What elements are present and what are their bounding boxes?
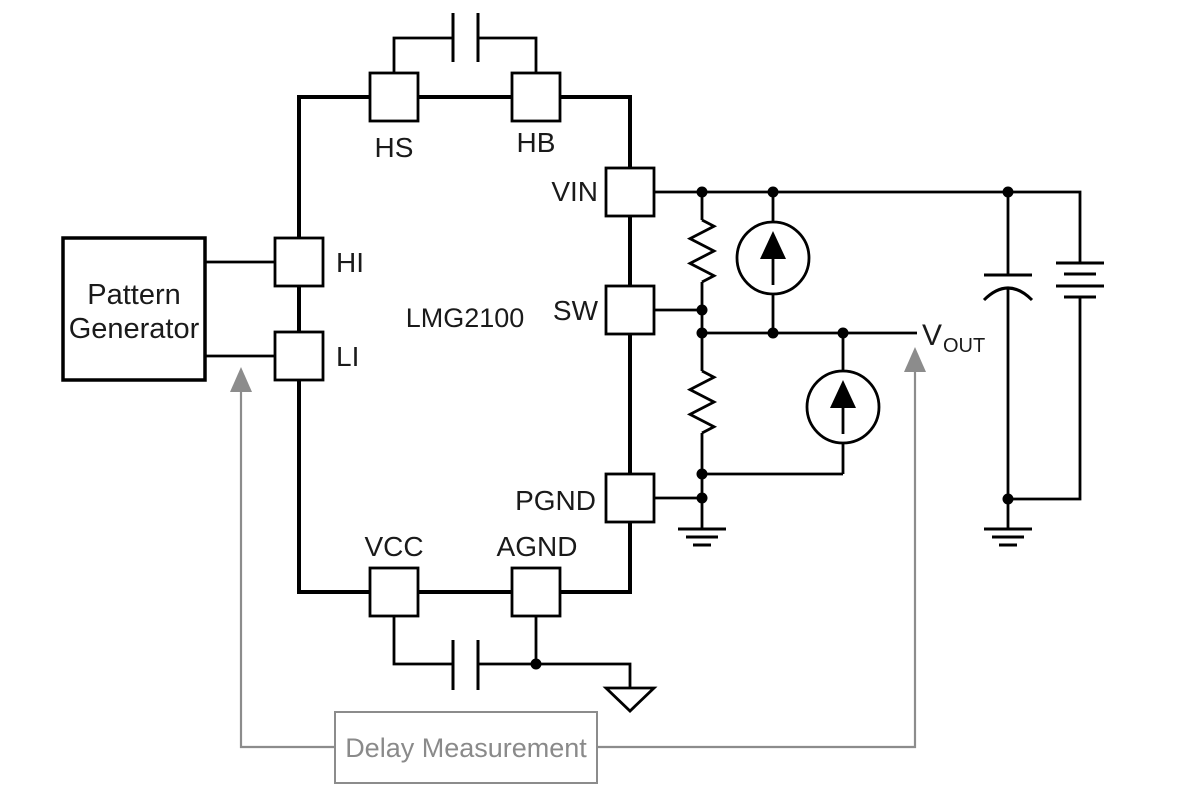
- wire: [392, 616, 453, 666]
- capacitor-curved-plate: [982, 286, 1034, 302]
- delay-measurement-path: Delay Measurement: [230, 347, 926, 784]
- wire: [1008, 297, 1082, 501]
- pattern-generator-box: [61, 236, 207, 382]
- pin-label-vin: VIN: [551, 176, 598, 207]
- resistor-symbol: [686, 369, 718, 435]
- vout-label-sub: OUT: [943, 335, 985, 357]
- junction-dots: [530, 186, 1014, 670]
- pin-label-pgnd: PGND: [515, 485, 596, 516]
- vout-label-main: V: [922, 319, 942, 352]
- pin-label-agnd: AGND: [497, 531, 578, 562]
- ground-symbol: [678, 527, 726, 547]
- delay-measurement-label: Delay Measurement: [345, 733, 587, 763]
- pin-box-vin: [604, 166, 656, 218]
- pin-box-agnd: [510, 566, 562, 618]
- pattern-generator-block: Pattern Generator: [61, 236, 207, 382]
- chip-label: LMG2100: [406, 303, 525, 333]
- pin-box-hb: [510, 71, 562, 123]
- junction-dot: [837, 327, 849, 339]
- junction-dot: [767, 327, 779, 339]
- junction-dot: [696, 327, 708, 339]
- measurement-wire: [597, 372, 917, 749]
- junction-dot: [696, 304, 708, 316]
- pin-box-pgnd: [604, 472, 656, 524]
- current-source-circle: [805, 369, 881, 445]
- earth-ground-symbol: [602, 686, 658, 713]
- wire: [478, 36, 538, 73]
- current-arrow-icon: [830, 380, 856, 408]
- vcc-capacitor-symbol: [451, 640, 480, 690]
- pin-box-hs: [368, 71, 420, 123]
- pin-label-li: LI: [336, 341, 359, 372]
- current-source-symbol: [735, 220, 811, 296]
- resistor-symbol: [686, 218, 718, 284]
- output-capacitor-symbol: [982, 273, 1034, 302]
- junction-dot: [530, 658, 542, 670]
- wire: [392, 36, 453, 73]
- current-source-circle: [735, 220, 811, 296]
- bootstrap-capacitor-symbol: [451, 13, 480, 62]
- delay-measurement-box: [334, 711, 598, 784]
- pin-box-hi: [273, 236, 325, 288]
- pin-label-sw: SW: [553, 295, 599, 326]
- junction-dot: [767, 186, 779, 198]
- pattern-generator-label-line2: Generator: [69, 313, 200, 345]
- pin-label-hi: HI: [336, 247, 364, 278]
- pin-box-li: [273, 330, 325, 382]
- pattern-generator-label-line1: Pattern: [87, 279, 181, 311]
- junction-dot: [1002, 186, 1014, 198]
- pin-label-hs: HS: [375, 132, 414, 163]
- vout-probe-arrow-icon: [904, 347, 926, 372]
- current-source-symbol: [805, 369, 881, 445]
- pin-box-sw: [604, 284, 656, 336]
- vout-label: V OUT: [922, 319, 985, 357]
- battery-symbol: [1056, 261, 1104, 299]
- junction-dot: [696, 186, 708, 198]
- wire: [478, 662, 632, 688]
- junction-dot: [696, 492, 708, 504]
- junction-dot: [696, 468, 708, 480]
- wire: [654, 190, 1082, 263]
- pin-box-vcc: [368, 566, 420, 618]
- li-probe-arrow-icon: [230, 367, 252, 392]
- current-arrow-icon: [760, 231, 786, 259]
- pin-label-vcc: VCC: [364, 531, 423, 562]
- pin-label-hb: HB: [517, 127, 556, 158]
- ground-symbol: [984, 527, 1032, 547]
- junction-dot: [1002, 493, 1014, 505]
- measurement-wire: [239, 392, 335, 749]
